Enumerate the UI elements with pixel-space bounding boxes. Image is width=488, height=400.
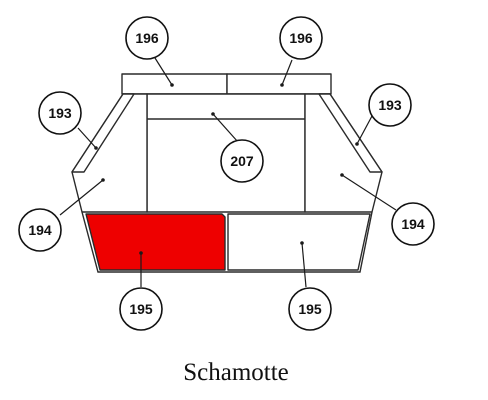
top-plate-196-right[interactable]: [226, 73, 332, 95]
dot-193-left: [94, 146, 98, 150]
callout-196-left-label: 196: [135, 30, 159, 46]
callout-196-right[interactable]: 196: [279, 16, 323, 60]
side-wall-194-left[interactable]: [71, 93, 148, 213]
callout-196-left[interactable]: 196: [125, 16, 169, 60]
leader-193-left: [77, 127, 97, 149]
callout-194-left-label: 194: [28, 222, 52, 238]
callout-207-label: 207: [230, 153, 254, 169]
leader-193-right: [356, 115, 373, 145]
callout-196-right-label: 196: [289, 30, 313, 46]
leader-207: [212, 113, 239, 143]
callout-194-right-label: 194: [401, 216, 425, 232]
callout-195-right-label: 195: [298, 301, 322, 317]
bottom-brick-195-right[interactable]: [227, 213, 371, 271]
callout-193-left-label: 193: [48, 105, 72, 121]
base-outline: [81, 211, 373, 273]
callout-194-left[interactable]: 194: [18, 208, 62, 252]
side-strip-193-right[interactable]: [318, 93, 383, 173]
leader-194-right: [341, 174, 397, 211]
callout-193-right[interactable]: 193: [368, 83, 412, 127]
leader-196-left: [154, 57, 173, 86]
dot-196-left: [170, 83, 174, 87]
diagram-caption: Schamotte: [183, 359, 289, 386]
callout-193-left[interactable]: 193: [38, 91, 82, 135]
dot-196-right: [280, 83, 284, 87]
callout-195-left[interactable]: 195: [119, 287, 163, 331]
callout-194-right[interactable]: 194: [391, 202, 435, 246]
leader-194-left: [59, 179, 104, 216]
dot-194-left: [101, 178, 105, 182]
callout-195-right[interactable]: 195: [288, 287, 332, 331]
leader-196-right: [281, 59, 293, 86]
top-plate-196-left[interactable]: [121, 73, 228, 95]
callout-195-left-label: 195: [129, 301, 153, 317]
dot-194-right: [340, 173, 344, 177]
callout-207[interactable]: 207: [220, 139, 264, 183]
callout-193-right-label: 193: [378, 97, 402, 113]
dot-195-right: [300, 241, 304, 245]
leader-195-right: [301, 242, 307, 288]
bottom-brick-195-left[interactable]: [85, 213, 226, 271]
dot-207: [211, 112, 215, 116]
dot-193-right: [355, 142, 359, 146]
side-strip-193-left[interactable]: [71, 93, 135, 173]
dot-195-left: [139, 251, 143, 255]
